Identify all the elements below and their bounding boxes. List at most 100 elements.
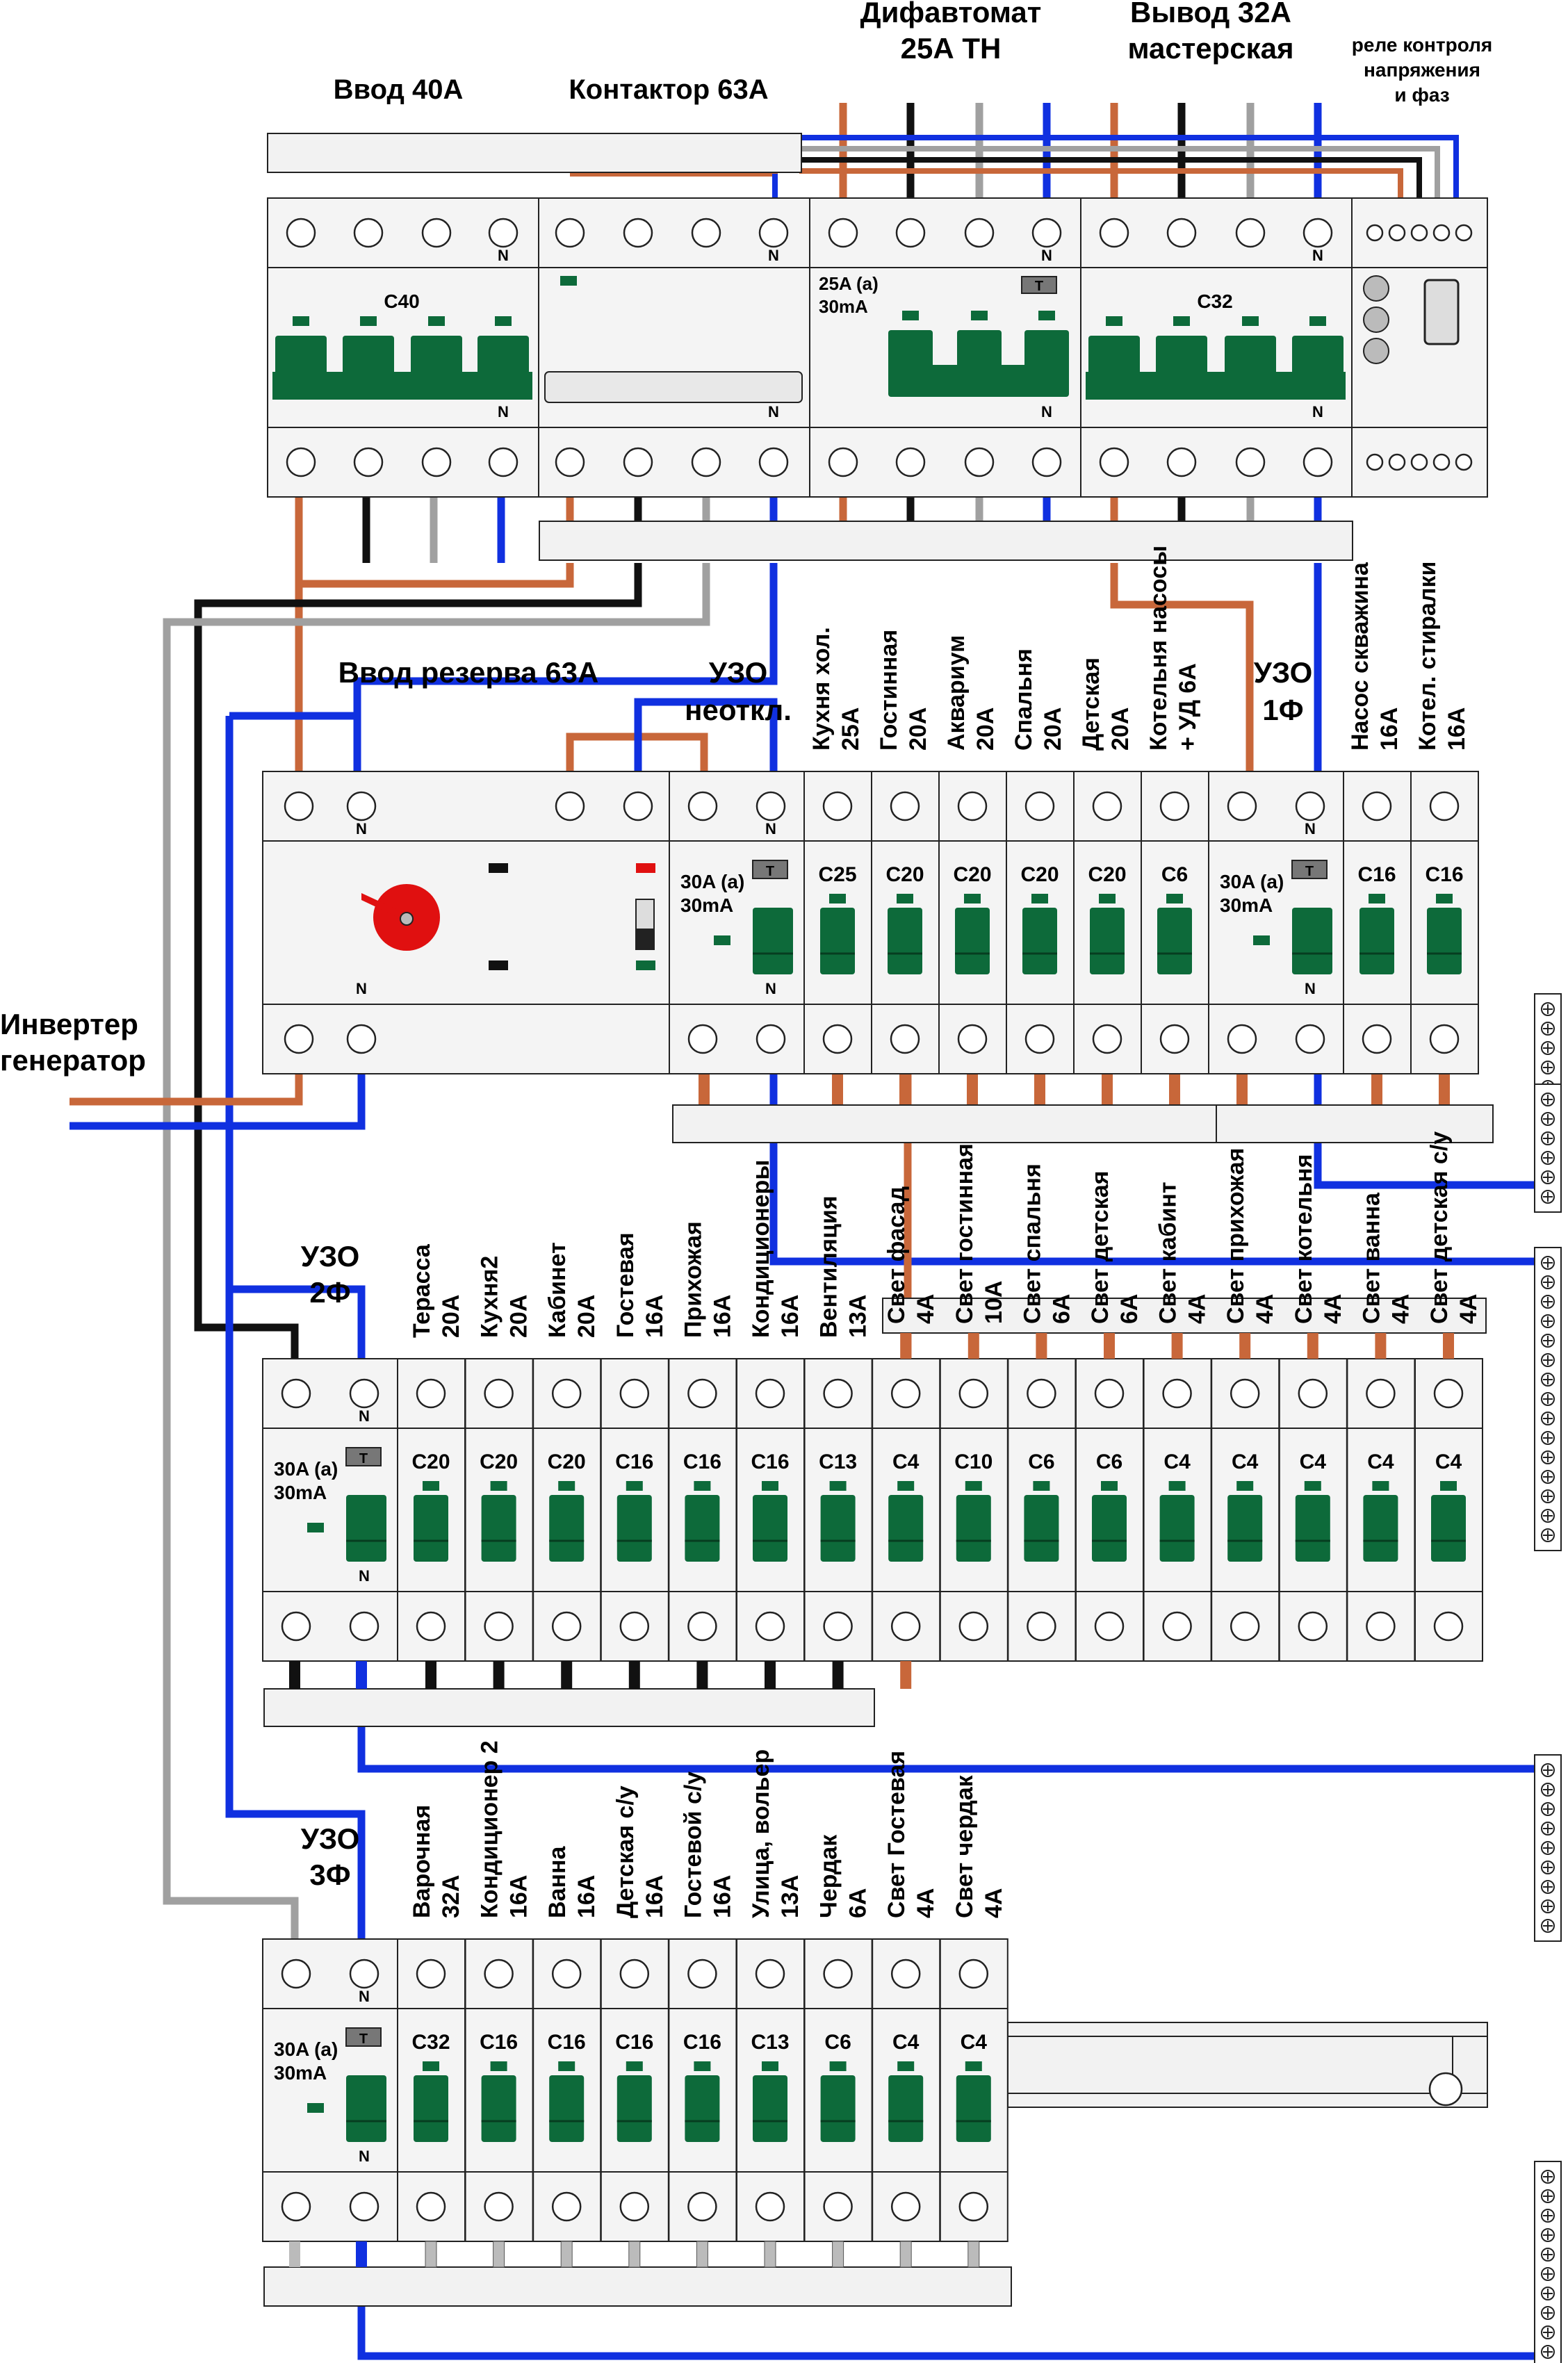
neutral-mark: N: [1305, 820, 1316, 837]
terminal-screw: [1298, 1611, 1328, 1642]
terminal-screw: [1295, 1024, 1325, 1054]
breaker-rating: C13: [819, 1450, 857, 1473]
output-stub: [1236, 1074, 1248, 1105]
relay-knob: [1363, 275, 1389, 302]
terminal-screw: [484, 2191, 514, 2222]
terminal-screw: [555, 791, 585, 821]
neutral-mark: N: [359, 1567, 370, 1585]
status-indicator: [307, 1523, 324, 1532]
breaker-handle: [414, 2075, 448, 2142]
status-indicator: [490, 2061, 507, 2071]
breaker-rating: C13: [751, 2031, 789, 2054]
breaker-handle: [820, 1495, 856, 1562]
status-indicator: [902, 311, 919, 320]
label-rcd2-l1: УЗО: [301, 1240, 360, 1273]
terminal-screw: [823, 2191, 853, 2222]
breaker-rating: C6: [824, 2031, 851, 2054]
test-mark: T: [766, 864, 774, 879]
breaker-handle: [1024, 1495, 1059, 1562]
breaker-rating: C16: [615, 2031, 653, 2054]
terminal-screw: [957, 1024, 988, 1054]
terminal-screw: [1362, 1024, 1392, 1054]
terminal-screw: [281, 1378, 311, 1409]
terminal-screw: [755, 1378, 785, 1409]
rcd-type: 30A (a): [680, 871, 744, 892]
neutral-mark: N: [1305, 980, 1316, 997]
output-stub: [832, 1074, 843, 1105]
terminal-screw: [964, 447, 995, 477]
relay-terminal: [1432, 224, 1451, 242]
neutral-mark: N: [356, 980, 367, 997]
status-indicator: [1304, 1481, 1321, 1491]
group-name: Насос скважина: [1347, 562, 1373, 751]
terminal-screw: [958, 2191, 989, 2222]
terminal-screw: [416, 1959, 446, 1989]
wire-contactor-coil: [570, 171, 778, 198]
breaker-handle: [1427, 908, 1462, 974]
breaker-rating: C4: [1232, 1450, 1259, 1473]
status-indicator: [1099, 894, 1116, 903]
terminal-screw: [349, 2191, 379, 2222]
terminal-screw: [687, 791, 718, 821]
breaker-handle: [1295, 1495, 1330, 1562]
group-current: 4А: [913, 1294, 939, 1324]
terminal-screw: [687, 1378, 717, 1409]
breaker-rating: C16: [615, 1450, 653, 1473]
breaker-handle: [1157, 908, 1192, 974]
group-current: 20А: [506, 1295, 532, 1338]
group-current: 16А: [642, 1875, 668, 1918]
top-bus-bar: [267, 133, 802, 173]
breaker-rating: C16: [1425, 863, 1463, 886]
terminal-screw: [755, 2191, 785, 2222]
group-name: Свет Гостевая: [883, 1751, 910, 1918]
neutral-mark: N: [1312, 403, 1323, 420]
terminal-screw: [823, 1378, 853, 1409]
terminal-screw: [890, 1378, 921, 1409]
terminal-screw: [958, 1959, 989, 1989]
rcd-current: 30mA: [274, 1482, 327, 1503]
breaker-rating: C4: [961, 2031, 988, 2054]
breaker-rating: C16: [683, 2031, 721, 2054]
group-name: Гостинная: [876, 630, 902, 751]
breaker-rating: C16: [480, 2031, 518, 2054]
c32-tie-bar: [1086, 372, 1346, 400]
status-indicator: [1369, 894, 1385, 903]
terminal-screw: [1166, 218, 1197, 248]
relay-display: [1423, 279, 1460, 345]
group-name: Терасса: [409, 1243, 435, 1338]
group-name: Прихожая: [680, 1221, 706, 1338]
status-indicator: [558, 2061, 575, 2071]
status-indicator: [964, 894, 981, 903]
group-name: Свет кабинт: [1155, 1182, 1182, 1324]
status-indicator: [965, 1481, 982, 1491]
status-indicator: [1168, 1481, 1186, 1491]
status-indicator: [1038, 311, 1055, 320]
breaker-handle: [888, 908, 922, 974]
terminal-screw: [1162, 1378, 1192, 1409]
reserve-switch-63a: [262, 771, 670, 1074]
terminal-screw: [1366, 1378, 1396, 1409]
status-indicator: [428, 316, 445, 326]
breaker-handle: [1092, 1495, 1127, 1562]
label-relay-3: и фаз: [1394, 84, 1449, 106]
test-mark: T: [359, 2031, 368, 2047]
terminal-screw: [416, 2191, 446, 2222]
terminal-screw: [619, 1611, 650, 1642]
neutral-mark: N: [765, 820, 776, 837]
neutral-mark: N: [768, 247, 779, 264]
terminal-screw: [416, 1611, 446, 1642]
terminal-screw: [1366, 1611, 1396, 1642]
output-stub: [967, 1333, 979, 1359]
terminal-screw: [1031, 447, 1062, 477]
group-name: Свет прихожая: [1223, 1148, 1249, 1324]
group-current: 16А: [709, 1875, 735, 1918]
label-rcbo-2: 25А ТН: [901, 32, 1002, 65]
